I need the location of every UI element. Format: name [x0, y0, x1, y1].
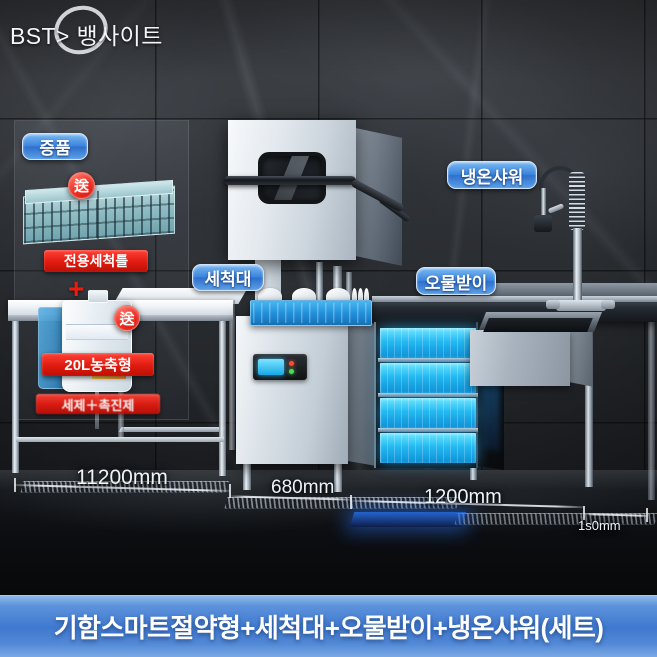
counter-leg [585, 322, 593, 487]
dimension-tick [350, 495, 352, 509]
dishwasher-control-panel[interactable] [253, 354, 307, 380]
left-table-leg [12, 318, 19, 473]
waste-drawer-mesh [380, 398, 476, 428]
status-badge-gift: 증품 [22, 133, 88, 160]
brand-logo-text: BST> 뱅사이트 [10, 23, 163, 49]
dimension-tick [583, 506, 585, 520]
waste-drawer-mesh [380, 433, 476, 463]
counter-backsplash [466, 283, 657, 299]
waste-drawer[interactable] [380, 398, 476, 428]
sink-front [470, 330, 570, 386]
dimension-label: 11200mm [76, 466, 168, 489]
sink-basin [483, 318, 593, 332]
waste-drawer[interactable] [380, 433, 476, 463]
dimension-tick [646, 508, 648, 522]
left-table-brace [118, 427, 226, 432]
dishwasher-pipe [316, 262, 323, 320]
dishwasher-indicator-lights [289, 360, 294, 374]
waste-drawer-rail [378, 428, 478, 432]
counter-top-edge [372, 296, 657, 302]
waste-drawer-mesh [380, 328, 476, 358]
led-green-icon [289, 368, 294, 374]
waste-drawer-rail [378, 358, 478, 362]
detergent-jug-neck [88, 290, 108, 303]
callout-hot-cold-shower: 냉온샤워 [447, 161, 537, 189]
plus-symbol: + [68, 273, 85, 304]
dishwasher-lcd-display [258, 359, 284, 375]
dish-rack-divider [97, 190, 99, 240]
title-banner: 기함스마트절약형+세척대+오물받이+냉온샤워(세트) [0, 595, 657, 657]
detergent-jug-label [66, 324, 128, 340]
gift-label-rack: 전용세척틀 [44, 250, 148, 272]
pre-rinse-faucet-spring [569, 172, 585, 230]
gift-label-jug: 20L농축형 [42, 353, 154, 376]
counter-leg [648, 322, 655, 500]
waste-drawer-rail [378, 393, 478, 397]
dish-rack-blue [250, 300, 372, 326]
callout-waste-collector: 오물받이 [416, 267, 496, 295]
dimension-label: 1200mm [424, 486, 502, 508]
dishwasher-body [236, 316, 348, 464]
faucet-valve-handle[interactable] [601, 300, 615, 309]
banner-title-text: 기함스마트절약형+세척대+오물받이+냉온샤워(세트) [53, 613, 604, 643]
pre-rinse-faucet-arc [539, 166, 581, 192]
dish-rack-icon [23, 179, 175, 245]
brand-logo: BST> 뱅사이트 [10, 0, 163, 62]
gift-seal-icon: 送 [68, 172, 95, 199]
left-table-leg [219, 318, 226, 476]
pre-rinse-faucet-hose [541, 188, 546, 226]
gift-label-chemical: 세제＋촉진제 [36, 394, 160, 414]
floor-blue-glow [349, 512, 467, 527]
waste-drawer-cabinet [374, 322, 478, 468]
dishwasher-foot [334, 464, 342, 492]
waste-drawer[interactable] [380, 363, 476, 393]
waste-drawer-mesh [380, 363, 476, 393]
left-table-leg [229, 300, 235, 450]
callout-washing-table: 세척대 [192, 264, 264, 291]
dimension-label: 1s0mm [578, 518, 621, 533]
dimension-label: 680mm [271, 477, 335, 498]
faucet-valve-handle[interactable] [546, 300, 560, 309]
dimension-tick [14, 478, 16, 492]
dishwasher-handle-bar[interactable] [224, 176, 356, 185]
pre-rinse-faucet-base [556, 300, 606, 311]
dish-rack-blue-grid [253, 303, 369, 323]
dishwasher-foot [243, 464, 251, 490]
gift-seal-icon: 送 [114, 305, 140, 331]
dimension-tick [229, 484, 231, 498]
waste-drawer[interactable] [380, 328, 476, 358]
wall-vignette [0, 0, 657, 560]
pre-rinse-spray-gun-icon[interactable] [534, 215, 552, 232]
led-red-icon [289, 360, 294, 366]
left-table-brace [16, 437, 224, 442]
pre-rinse-faucet-riser [573, 228, 582, 302]
